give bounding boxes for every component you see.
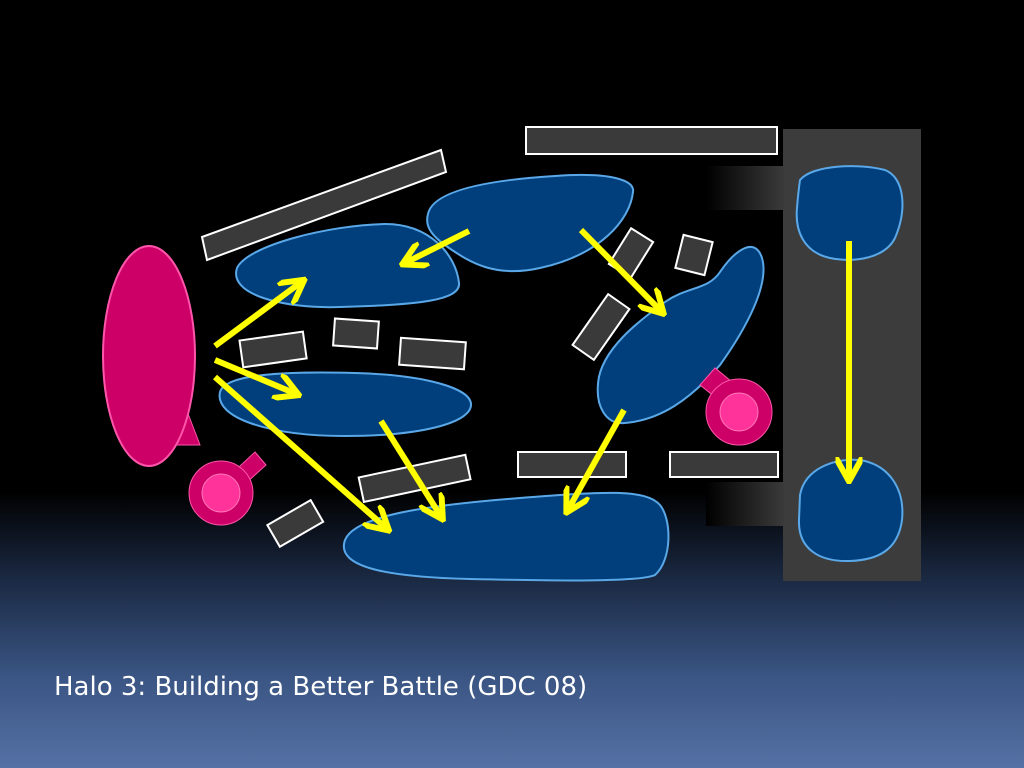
cover-zone-top-center xyxy=(426,173,635,273)
movement-arrows xyxy=(213,227,849,527)
obstacles xyxy=(200,126,779,549)
obstacle-bottom-right xyxy=(669,451,779,478)
obstacle-diagonal-wall xyxy=(200,148,448,262)
arrow-to-middle-left xyxy=(213,357,294,393)
cover-zone-middle-left xyxy=(218,371,473,438)
turret-right-core xyxy=(719,392,759,432)
obstacle-bottom-center xyxy=(517,451,627,478)
cover-zone-structure-top xyxy=(795,165,904,261)
arrow-top-center-to-right xyxy=(578,227,660,310)
arrow-top-center-to-top-left xyxy=(407,228,471,262)
obstacle-top-wall xyxy=(525,126,778,155)
obstacle-right-1 xyxy=(607,226,655,280)
obstacle-bottom-left-small xyxy=(265,498,325,549)
arrow-middle-left-to-bottom xyxy=(378,419,440,515)
obstacle-left-3 xyxy=(398,336,467,371)
enemy-blob xyxy=(102,245,196,467)
structure-ledge-upper xyxy=(706,166,786,210)
enemy-position xyxy=(102,245,201,467)
footer-caption: Halo 3: Building a Better Battle (GDC 08… xyxy=(54,672,588,702)
obstacle-right-3 xyxy=(571,292,631,362)
cover-zone-bottom xyxy=(342,491,670,582)
arrow-to-top-left xyxy=(213,283,300,349)
turret-right xyxy=(699,367,773,446)
obstacle-left-2 xyxy=(332,317,380,350)
obstacle-right-2 xyxy=(674,233,714,277)
turret-left-core xyxy=(201,473,241,513)
structure-ledge-lower xyxy=(706,482,786,526)
turret-left xyxy=(188,451,267,526)
obstacle-left-1 xyxy=(238,330,308,369)
arrow-to-bottom xyxy=(213,374,385,527)
arrow-right-to-bottom xyxy=(569,408,627,508)
